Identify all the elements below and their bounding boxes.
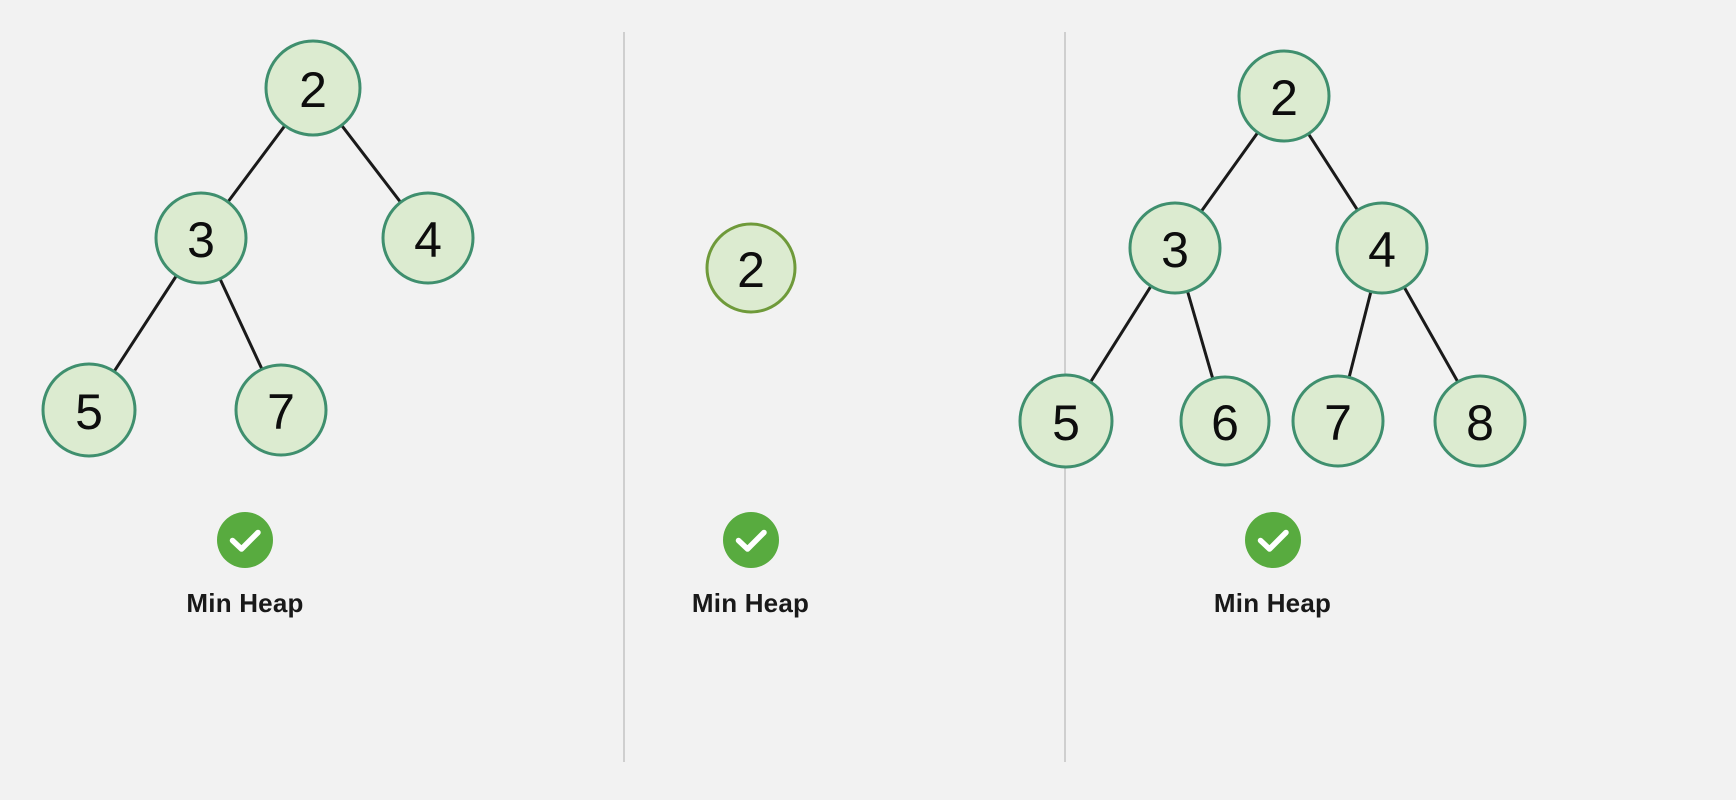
tree-node-value: 2	[1270, 70, 1298, 126]
tree-node-circle	[1179, 375, 1271, 467]
tree-node-circle	[234, 363, 328, 457]
tree-node: 4	[381, 191, 475, 285]
tree-edge	[1185, 288, 1215, 382]
tree-node-circle	[705, 222, 797, 314]
tree-node-circle	[41, 362, 137, 458]
tree-node-value: 2	[299, 62, 327, 118]
tree-node: 8	[1433, 374, 1527, 468]
min-heap-example-left: 2 3 4 5 7	[0, 0, 624, 800]
min-heap-example-right: 2 3 4 5 6 7 8	[1018, 0, 1736, 800]
tree-edge	[1199, 130, 1260, 214]
tree-node-value: 7	[267, 384, 295, 440]
tree-node: 2	[705, 222, 797, 314]
status-badge: Min Heap	[1213, 588, 1332, 618]
tree-edge	[225, 123, 287, 205]
tree-node-circle	[1237, 49, 1331, 143]
tree-node-circle	[1018, 373, 1114, 469]
tree-node-value: 6	[1211, 395, 1239, 451]
check-circle-icon	[1244, 512, 1301, 568]
check-circle-icon	[217, 512, 273, 568]
tree-node-circle	[381, 191, 475, 285]
tree-node-circle	[264, 39, 362, 137]
status-block-right: Min Heap	[1065, 512, 1480, 616]
tree-node-value: 4	[1368, 222, 1396, 278]
tree-node-value: 3	[187, 212, 215, 268]
binary-tree-graphic-middle: 2	[705, 222, 797, 314]
tree-node-circle	[1433, 374, 1527, 468]
tree-node: 6	[1179, 375, 1271, 467]
tree-edge	[1088, 283, 1154, 385]
tree-node-circle	[1335, 201, 1429, 295]
tree-node: 3	[154, 191, 248, 285]
tree-edge	[1347, 289, 1373, 380]
tree-node: 2	[1237, 49, 1331, 143]
tree-node-circle	[1128, 201, 1222, 295]
tree-node-value: 8	[1466, 395, 1494, 451]
tree-node: 4	[1335, 201, 1429, 295]
tree-node-circle	[1291, 374, 1385, 468]
tree-node-circle	[154, 191, 248, 285]
tree-node-value: 2	[737, 242, 765, 298]
tree-edge	[339, 123, 403, 205]
tree-edge	[218, 276, 264, 372]
tree-node-value: 3	[1161, 222, 1189, 278]
tree-node-value: 4	[414, 212, 442, 268]
check-circle-icon	[722, 512, 779, 568]
tree-node: 3	[1128, 201, 1222, 295]
status-badge: Min Heap	[186, 588, 304, 618]
tree-node: 5	[41, 362, 137, 458]
tree-node-value: 5	[1052, 395, 1080, 451]
tree-node: 7	[1291, 374, 1385, 468]
binary-tree-graphic-left: 2 3 4 5 7	[41, 39, 475, 458]
tree-node-value: 7	[1324, 395, 1352, 451]
binary-tree-graphic-right: 2 3 4 5 6 7 8	[1018, 49, 1527, 469]
tree-edge	[1402, 284, 1460, 385]
panel-divider-1	[623, 32, 625, 762]
status-badge: Min Heap	[691, 588, 810, 618]
tree-node: 7	[234, 363, 328, 457]
status-block-middle: Min Heap	[624, 512, 877, 616]
tree-node: 5	[1018, 373, 1114, 469]
tree-node: 2	[264, 39, 362, 137]
tree-edge	[1306, 131, 1360, 213]
tree-node-value: 5	[75, 384, 103, 440]
tree-edge	[112, 273, 179, 374]
min-heap-example-middle: 2	[624, 0, 1065, 800]
status-block-left: Min Heap	[0, 512, 490, 616]
